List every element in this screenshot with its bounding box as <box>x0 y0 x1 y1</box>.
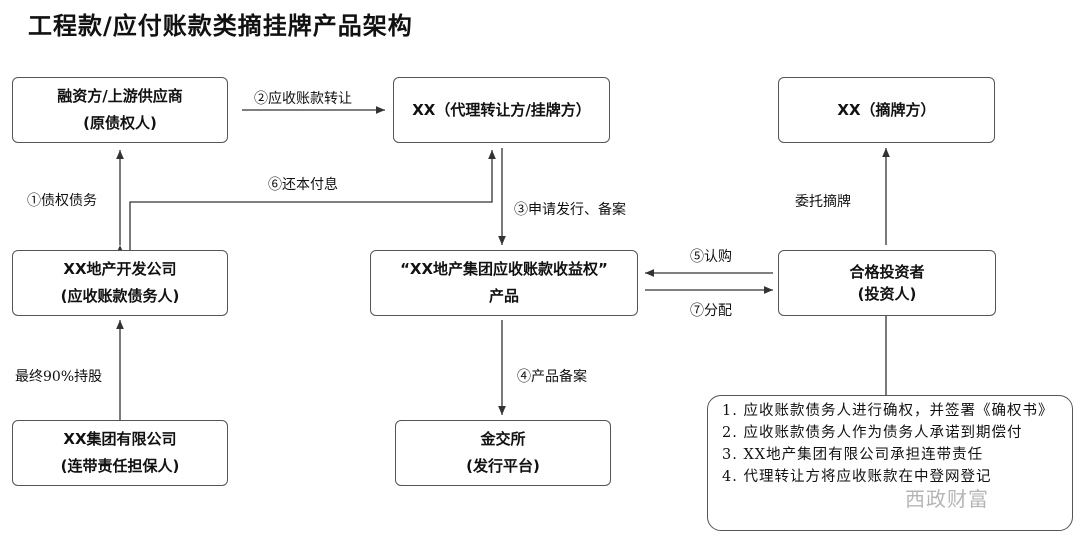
label-entrust: 委托摘牌 <box>795 194 851 210</box>
label-step1: ①债权债务 <box>27 193 97 209</box>
label-step6: ⑥还本付息 <box>268 177 338 193</box>
box-text: 融资方/上游供应商 <box>57 87 183 105</box>
box-product: “XX地产集团应收账款收益权” 产品 <box>370 250 638 316</box>
note-item: 1. 应收账款债务人进行确权，并签署《确权书》 <box>722 403 1054 419</box>
label-step5: ⑤认购 <box>690 249 732 265</box>
box-text: (应收账款债务人) <box>60 287 180 305</box>
box-text: XX（摘牌方） <box>837 100 936 119</box>
box-delister: XX（摘牌方） <box>778 77 995 143</box>
box-text: “XX地产集团应收账款收益权” <box>400 260 608 278</box>
label-step3: ③申请发行、备案 <box>514 202 626 218</box>
box-text: XX集团有限公司 <box>63 430 177 448</box>
label-step2: ②应收账款转让 <box>254 91 352 107</box>
box-text: (投资人) <box>857 285 917 303</box>
note-item: 3. XX地产集团有限公司承担连带责任 <box>722 447 984 463</box>
box-text: (原债权人) <box>83 114 157 132</box>
box-developer: XX地产开发公司 (应收账款债务人) <box>12 250 228 316</box>
box-text: XX地产开发公司 <box>63 260 177 278</box>
box-text: 金交所 <box>480 430 526 448</box>
arrow-step6 <box>129 150 496 250</box>
box-text: 产品 <box>488 287 519 305</box>
watermark: 西政财富 <box>905 487 989 511</box>
diagram-title: 工程款/应付账款类摘挂牌产品架构 <box>28 12 413 40</box>
box-text: (连带责任担保人) <box>60 457 180 475</box>
box-agent: XX（代理转让方/挂牌方） <box>393 77 610 143</box>
box-group: XX集团有限公司 (连带责任担保人) <box>12 420 228 486</box>
label-step4: ④产品备案 <box>517 369 587 385</box>
note-item: 2. 应收账款债务人作为债务人承诺到期偿付 <box>722 425 1023 441</box>
box-text: 合格投资者 <box>849 263 925 281</box>
box-investor: 合格投资者 (投资人) <box>778 250 996 316</box>
box-financier: 融资方/上游供应商 (原债权人) <box>12 77 228 143</box>
label-holding: 最终90%持股 <box>15 369 103 385</box>
box-text: XX（代理转让方/挂牌方） <box>412 100 591 119</box>
box-text: (发行平台) <box>466 457 540 475</box>
label-step7: ⑦分配 <box>690 303 732 319</box>
notes-box: 1. 应收账款债务人进行确权，并签署《确权书》 2. 应收账款债务人作为债务人承… <box>707 395 1073 531</box>
box-exchange: 金交所 (发行平台) <box>395 420 611 486</box>
note-item: 4. 代理转让方将应收账款在中登网登记 <box>722 469 992 485</box>
